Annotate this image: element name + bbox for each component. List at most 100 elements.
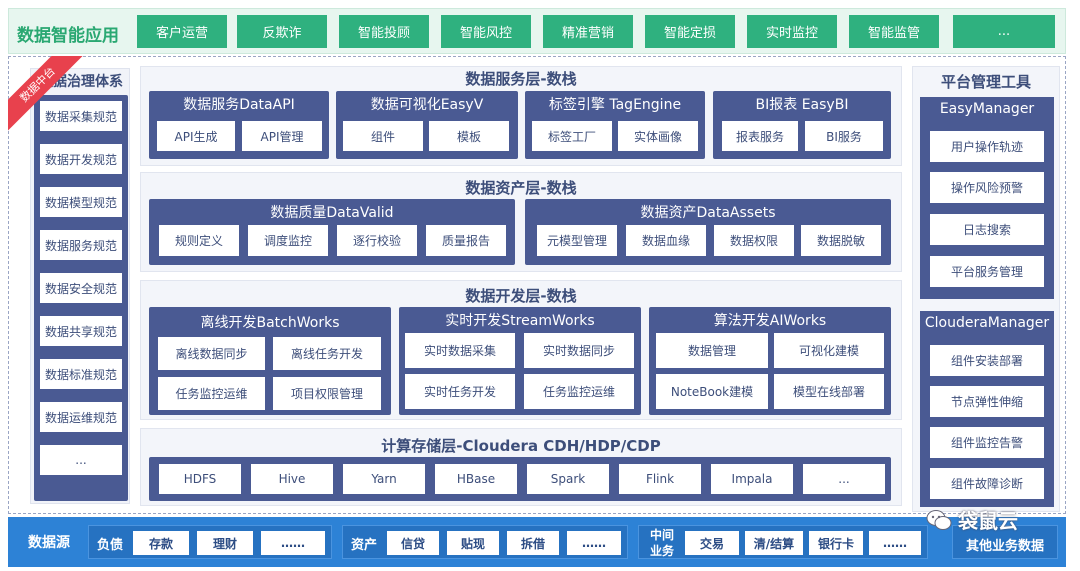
chip-flink[interactable]: Flink (619, 464, 701, 494)
storage-group: HDFS Hive Yarn HBase Spark Flink Impala … (149, 457, 891, 501)
chip[interactable]: 项目权限管理 (273, 377, 381, 410)
group-title: 实时开发StreamWorks (445, 313, 595, 329)
data-source-bar: 数据源 负债 存款 理财 …… 资产 信贷 贴现 拆借 …… 中间业务 交易 清… (8, 517, 1066, 567)
source-chip[interactable]: …… (261, 531, 325, 555)
service-group-easybi: BI报表 EasyBI 报表服务 BI服务 (713, 91, 891, 159)
chip-impala[interactable]: Impala (711, 464, 793, 494)
source-chip[interactable]: 存款 (133, 531, 189, 555)
chip[interactable]: 逐行校验 (337, 225, 417, 256)
source-chip[interactable]: 拆借 (507, 531, 559, 555)
governance-item[interactable]: 数据运维规范 (40, 402, 122, 432)
source-chip[interactable]: 信贷 (387, 531, 439, 555)
governance-item[interactable]: 数据服务规范 (40, 230, 122, 260)
dev-group-batchworks: 离线开发BatchWorks 离线数据同步 离线任务开发 任务监控运维 项目权限… (149, 307, 391, 415)
chip[interactable]: 模板 (429, 121, 509, 151)
tool-item[interactable]: 组件故障诊断 (930, 468, 1044, 499)
chip[interactable]: BI服务 (805, 121, 883, 151)
chip[interactable]: API生成 (157, 121, 235, 151)
chip-hdfs[interactable]: HDFS (159, 464, 241, 494)
chip[interactable]: 质量报告 (426, 225, 506, 256)
tool-item[interactable]: 平台服务管理 (930, 256, 1044, 287)
app-bar-title: 数据智能应用 (17, 26, 119, 46)
source-chip[interactable]: …… (567, 531, 621, 555)
ribbon-corner: 数据中台 (8, 56, 88, 136)
chip[interactable]: 数据管理 (656, 333, 768, 368)
governance-item[interactable]: 数据共享规范 (40, 316, 122, 346)
platform-tools-title: 平台管理工具 (940, 73, 1031, 91)
governance-item[interactable]: 数据开发规范 (40, 144, 122, 174)
source-chip[interactable]: 贴现 (447, 531, 499, 555)
governance-item[interactable]: 数据安全规范 (40, 273, 122, 303)
chip-hbase[interactable]: HBase (435, 464, 517, 494)
asset-group-datavalid: 数据质量DataValid 规则定义 调度监控 逐行校验 质量报告 (149, 199, 515, 265)
source-chip[interactable]: 清/结算 (745, 531, 803, 555)
chip[interactable]: 离线任务开发 (273, 337, 381, 370)
source-group-assets: 资产 信贷 贴现 拆借 …… (342, 525, 628, 559)
chip-more[interactable]: ... (803, 464, 885, 494)
asset-group-dataassets: 数据资产DataAssets 元模型管理 数据血缘 数据权限 数据脱敏 (525, 199, 891, 265)
chip[interactable]: API管理 (242, 121, 322, 151)
chip[interactable]: 可视化建模 (774, 333, 884, 368)
source-chip[interactable]: 银行卡 (809, 531, 863, 555)
chip[interactable]: NoteBook建模 (656, 374, 768, 409)
app-button-customer-ops[interactable]: 客户运营 (137, 15, 227, 48)
data-middle-platform-ribbon: 数据中台 (8, 56, 88, 136)
governance-item[interactable]: 数据标准规范 (40, 359, 122, 389)
tool-group-title: EasyManager (939, 101, 1035, 117)
chip[interactable]: 实时数据同步 (524, 333, 634, 368)
app-button-risk-control[interactable]: 智能风控 (441, 15, 531, 48)
governance-item[interactable]: 数据采集规范 (40, 101, 122, 131)
service-layer-title: 数据服务层-数栈 (465, 70, 577, 88)
tool-item[interactable]: 组件安装部署 (930, 345, 1044, 376)
chip-hive[interactable]: Hive (251, 464, 333, 494)
dev-layer-title: 数据开发层-数栈 (465, 287, 577, 305)
chip[interactable]: 任务监控运维 (524, 374, 634, 409)
app-button-robo-advisor[interactable]: 智能投顾 (339, 15, 429, 48)
tool-item[interactable]: 用户操作轨迹 (930, 131, 1044, 162)
chip[interactable]: 元模型管理 (537, 225, 617, 256)
app-button-smart-supervision[interactable]: 智能监管 (849, 15, 939, 48)
chip[interactable]: 任务监控运维 (158, 377, 265, 410)
app-button-realtime-monitor[interactable]: 实时监控 (747, 15, 837, 48)
tool-item[interactable]: 组件监控告警 (930, 427, 1044, 458)
source-group-intermediary: 中间业务 交易 清/结算 银行卡 …… (638, 525, 928, 559)
chip[interactable]: 实时任务开发 (405, 374, 515, 409)
chip[interactable]: 组件 (343, 121, 423, 151)
app-button-anti-fraud[interactable]: 反欺诈 (237, 15, 327, 48)
source-chip[interactable]: 交易 (685, 531, 739, 555)
app-button-precision-marketing[interactable]: 精准营销 (543, 15, 633, 48)
service-layer: 数据服务层-数栈 数据服务DataAPI API生成 API管理 数据可视化Ea… (140, 66, 902, 166)
chip[interactable]: 数据脱敏 (801, 225, 881, 256)
chip[interactable]: 规则定义 (159, 225, 239, 256)
dev-group-streamworks: 实时开发StreamWorks 实时数据采集 实时数据同步 实时任务开发 任务监… (399, 307, 641, 415)
chip[interactable]: 离线数据同步 (158, 337, 265, 370)
source-other-business[interactable]: 其他业务数据 (952, 525, 1058, 559)
chip-spark[interactable]: Spark (527, 464, 609, 494)
tool-item[interactable]: 节点弹性伸缩 (930, 386, 1044, 417)
source-chip[interactable]: 理财 (197, 531, 253, 555)
chip[interactable]: 实体画像 (618, 121, 698, 151)
tool-item[interactable]: 日志搜索 (930, 214, 1044, 245)
chip[interactable]: 标签工厂 (532, 121, 612, 151)
source-chip[interactable]: …… (869, 531, 921, 555)
chip[interactable]: 数据权限 (714, 225, 794, 256)
tool-item[interactable]: 操作风险预警 (930, 172, 1044, 203)
chip[interactable]: 调度监控 (248, 225, 328, 256)
governance-item[interactable]: 数据模型规范 (40, 187, 122, 217)
group-title: 数据服务DataAPI (183, 97, 295, 113)
governance-item[interactable]: ... (40, 445, 122, 475)
chip-yarn[interactable]: Yarn (343, 464, 425, 494)
chip[interactable]: 报表服务 (722, 121, 798, 151)
app-button-loss-assessment[interactable]: 智能定损 (645, 15, 735, 48)
chip[interactable]: 实时数据采集 (405, 333, 515, 368)
service-group-easyv: 数据可视化EasyV 组件 模板 (336, 91, 518, 159)
chip[interactable]: 数据血缘 (626, 225, 706, 256)
group-title: 算法开发AIWorks (713, 313, 827, 329)
group-title: 数据可视化EasyV (370, 97, 484, 113)
group-title: 标签引擎 TagEngine (548, 97, 682, 113)
service-group-dataapi: 数据服务DataAPI API生成 API管理 (149, 91, 329, 159)
app-button-more[interactable]: ... (953, 15, 1055, 48)
source-group-liabilities: 负债 存款 理财 …… (88, 525, 332, 559)
tool-group-title: ClouderaManager (924, 315, 1050, 331)
chip[interactable]: 模型在线部署 (774, 374, 884, 409)
